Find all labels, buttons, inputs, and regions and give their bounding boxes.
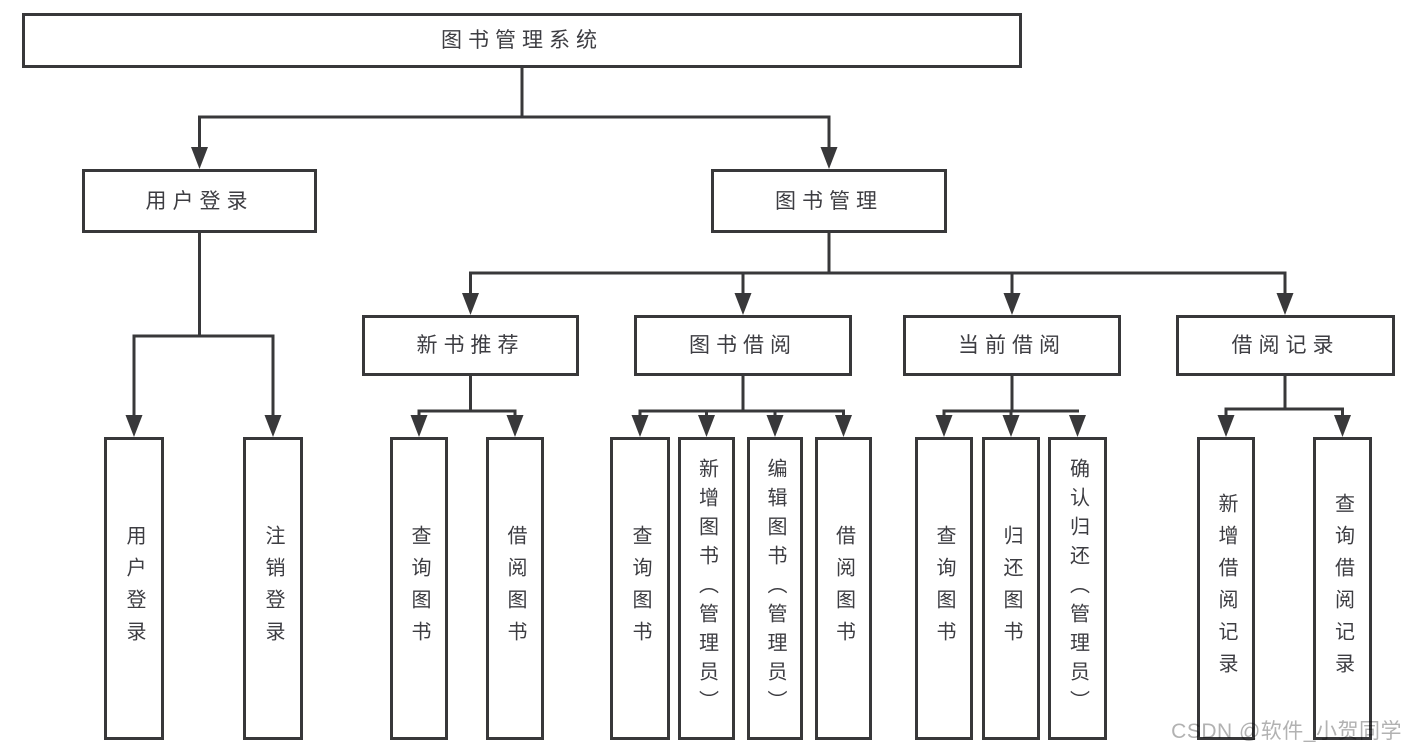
leaf-query-borrow-record: 查询借阅记录 <box>1313 437 1372 740</box>
leaf-add-borrow-record: 新增借阅记录 <box>1197 437 1255 740</box>
leaf-user-login: 用户登录 <box>104 437 164 740</box>
leaf-query-books-recommend-label: 查询图书 <box>408 524 430 653</box>
node-book-management: 图书管理 <box>711 169 947 233</box>
node-new-book-recommend-label: 新书推荐 <box>416 334 525 357</box>
leaf-edit-books-admin: 编辑图书（管理员） <box>747 437 803 740</box>
leaf-add-borrow-record-label: 新增借阅记录 <box>1215 492 1237 685</box>
node-book-management-label: 图书管理 <box>775 189 883 213</box>
node-current-borrowing-label: 当前借阅 <box>958 334 1066 357</box>
leaf-borrow-books-borrowing: 借阅图书 <box>815 437 872 740</box>
leaf-return-books: 归还图书 <box>982 437 1040 740</box>
leaf-query-borrow-record-label: 查询借阅记录 <box>1331 492 1354 685</box>
node-current-borrowing: 当前借阅 <box>903 315 1121 376</box>
leaf-query-books-recommend: 查询图书 <box>390 437 448 740</box>
leaf-query-books-current: 查询图书 <box>915 437 973 740</box>
leaf-return-books-label: 归还图书 <box>1000 524 1022 653</box>
node-borrowing-records-label: 借阅记录 <box>1231 334 1340 357</box>
node-root: 图书管理系统 <box>22 13 1022 68</box>
node-user-login-label: 用户登录 <box>145 189 254 213</box>
leaf-confirm-return-admin: 确认归还（管理员） <box>1048 437 1107 740</box>
node-new-book-recommend: 新书推荐 <box>362 315 579 376</box>
node-borrowing-records: 借阅记录 <box>1176 315 1395 376</box>
leaf-add-books-admin: 新增图书（管理员） <box>678 437 735 740</box>
leaf-borrow-books-borrowing-label: 借阅图书 <box>832 524 855 653</box>
node-root-label: 图书管理系统 <box>441 29 603 52</box>
leaf-user-login-label: 用户登录 <box>123 524 145 653</box>
leaf-logout-login-label: 注销登录 <box>262 524 284 653</box>
leaf-edit-books-admin-label: 编辑图书（管理员） <box>764 458 786 719</box>
watermark-text: CSDN @软件_小贺同学 <box>1171 720 1402 743</box>
leaf-query-books-current-label: 查询图书 <box>933 524 955 653</box>
node-book-borrowing-label: 图书借阅 <box>689 334 797 357</box>
leaf-borrow-books-recommend-label: 借阅图书 <box>504 524 526 653</box>
leaf-add-books-admin-label: 新增图书（管理员） <box>695 458 718 719</box>
node-user-login: 用户登录 <box>82 169 317 233</box>
leaf-confirm-return-admin-label: 确认归还（管理员） <box>1066 458 1089 719</box>
leaf-borrow-books-recommend: 借阅图书 <box>486 437 544 740</box>
node-book-borrowing: 图书借阅 <box>634 315 852 376</box>
leaf-query-books-borrowing-label: 查询图书 <box>629 524 651 653</box>
leaf-logout-login: 注销登录 <box>243 437 303 740</box>
leaf-query-books-borrowing: 查询图书 <box>610 437 670 740</box>
